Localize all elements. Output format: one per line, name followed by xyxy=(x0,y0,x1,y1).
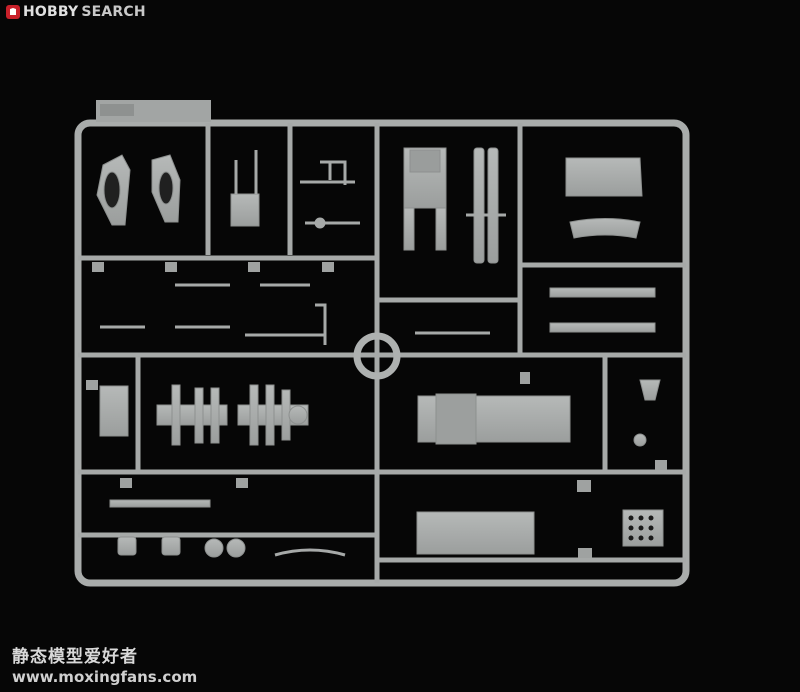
part-curved-panel xyxy=(565,157,643,239)
watermark: 静态模型爱好者 www.moxingfans.com xyxy=(12,642,197,686)
part-hull-block xyxy=(417,393,571,445)
logo-search-text: SEARCH xyxy=(81,4,146,20)
part-suspension-arm xyxy=(96,154,181,226)
hobbysearch-logo-icon xyxy=(6,5,20,19)
sprue-runners xyxy=(78,123,686,583)
part-side-rails xyxy=(549,287,656,333)
part-road-wheels xyxy=(99,384,309,446)
logo-hobby-text: HOBBY xyxy=(23,4,79,20)
part-small-box xyxy=(230,150,260,227)
part-linkage-rods xyxy=(300,160,360,229)
sprue-ring xyxy=(353,332,401,380)
part-exhaust-tubes xyxy=(466,147,506,264)
sprue-gates xyxy=(86,262,667,558)
part-bottom-row xyxy=(109,499,664,558)
watermark-chinese: 静态模型爱好者 xyxy=(12,647,138,667)
part-row-two xyxy=(100,283,490,345)
watermark-url: www.moxingfans.com xyxy=(12,668,198,686)
part-small-bracket xyxy=(633,379,661,447)
part-vent-holes xyxy=(628,515,654,541)
brand-logo: HOBBY SEARCH xyxy=(6,4,146,20)
part-chassis-frame xyxy=(403,147,447,251)
